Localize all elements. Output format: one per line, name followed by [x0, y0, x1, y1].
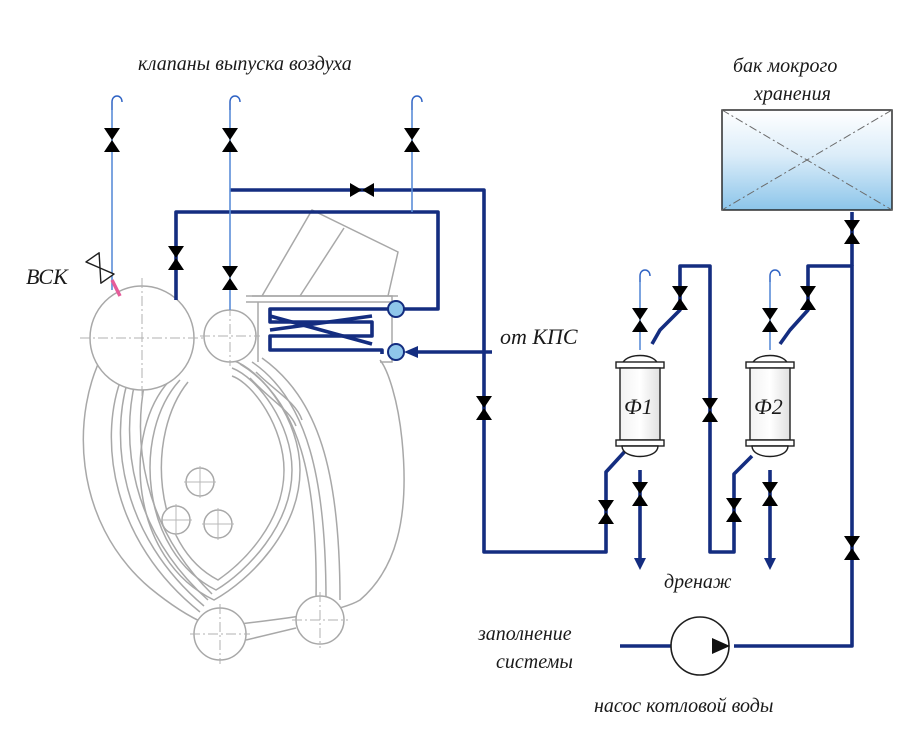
gate-valve-icon[interactable]	[702, 398, 718, 422]
superheater-coil	[268, 300, 405, 361]
boiler-body	[80, 209, 405, 664]
gate-valve-icon[interactable]	[632, 308, 648, 332]
arrow-down-icon	[764, 558, 776, 570]
gate-valve-icon[interactable]	[168, 246, 184, 270]
upper-header-drum	[200, 306, 260, 366]
pump-icon[interactable]	[670, 616, 730, 676]
superheater-inlet-port	[387, 343, 405, 361]
mud-drum-right	[292, 592, 348, 648]
filter-f2-label: Ф2	[754, 394, 783, 419]
gate-valve-icon[interactable]	[222, 266, 238, 290]
steam-drum	[80, 278, 204, 398]
filter-f2	[745, 354, 795, 458]
from-kps-label: от КПС	[500, 324, 578, 349]
gate-valve-icon[interactable]	[598, 500, 614, 524]
vsk-label: ВСК	[26, 264, 69, 289]
burner-port	[160, 466, 234, 540]
gate-valve-icon[interactable]	[222, 128, 238, 152]
drain-label: дренаж	[664, 571, 732, 593]
tank-label-line2: хранения	[753, 83, 831, 105]
gate-valve-icon[interactable]	[762, 308, 778, 332]
valves	[85, 128, 860, 560]
gate-valve-icon[interactable]	[844, 220, 860, 244]
superheater-outlet-port	[387, 300, 405, 318]
gate-valve-icon[interactable]	[844, 536, 860, 560]
arrow-left-icon	[404, 346, 418, 358]
filter-f1	[615, 354, 665, 458]
gate-valve-icon[interactable]	[476, 396, 492, 420]
tank-label-line1: бак мокрого	[733, 55, 837, 77]
vsk-link	[110, 279, 122, 297]
gate-valve-icon[interactable]	[762, 482, 778, 506]
filter-f1-label: Ф1	[624, 394, 653, 419]
gate-valve-icon[interactable]	[800, 286, 816, 310]
safety-valve-icon[interactable]	[85, 252, 115, 284]
fill-label-line1: заполнение	[477, 623, 572, 645]
gate-valve-icon[interactable]	[726, 498, 742, 522]
gate-valve-icon[interactable]	[104, 128, 120, 152]
wet-storage-tank	[721, 109, 893, 211]
gate-valve-icon[interactable]	[632, 482, 648, 506]
air-vents-label: клапаны выпуска воздуха	[138, 53, 352, 75]
mud-drum-left	[190, 604, 250, 664]
gate-valve-icon[interactable]	[350, 183, 374, 197]
fill-label-line2: системы	[496, 651, 573, 673]
gate-valve-icon[interactable]	[672, 286, 688, 310]
gate-valve-icon[interactable]	[404, 128, 420, 152]
pump-label: насос котловой воды	[594, 695, 773, 717]
arrow-down-icon	[634, 558, 646, 570]
